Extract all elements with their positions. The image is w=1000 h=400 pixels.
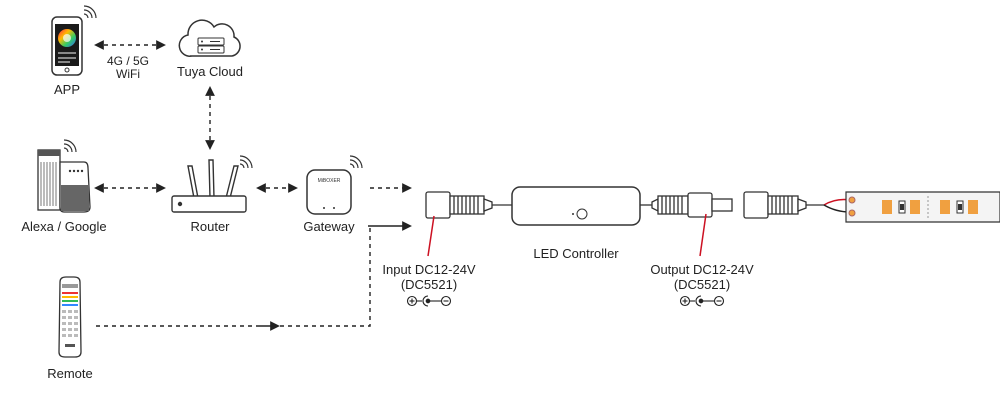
cloud-label: Tuya Cloud xyxy=(177,64,243,79)
callout-lines xyxy=(427,213,707,257)
wifi-signal-icon xyxy=(63,139,77,153)
output-dc-connector xyxy=(640,192,733,218)
connection-type-line2: WiFi xyxy=(116,67,140,81)
remote-control-icon xyxy=(58,276,82,358)
wifi-signal-icon xyxy=(83,5,97,19)
phone-icon xyxy=(51,16,83,76)
connection-arrows xyxy=(94,40,412,331)
alexa-google-speaker-icon xyxy=(37,149,91,213)
strip-dc-connector xyxy=(743,191,824,219)
connection-type-line1: 4G / 5G xyxy=(106,54,150,68)
input-voltage-label: Input DC12-24V xyxy=(382,262,476,277)
gateway-brand-text: MiBOXER xyxy=(318,178,341,184)
remote-label: Remote xyxy=(47,366,93,381)
input-dc-connector xyxy=(425,191,512,219)
led-controller-label: LED Controller xyxy=(533,246,619,261)
alexa-google-label: Alexa / Google xyxy=(21,219,107,234)
gateway-label: Gateway xyxy=(303,219,355,234)
cloud-icon xyxy=(178,19,241,57)
output-voltage-label: Output DC12-24V xyxy=(650,262,754,277)
output-polarity-symbol xyxy=(679,295,725,307)
app-label: APP xyxy=(53,82,81,97)
input-polarity-symbol xyxy=(406,295,452,307)
router-label: Router xyxy=(190,219,230,234)
led-strip xyxy=(845,191,1000,223)
wifi-signal-icon xyxy=(239,155,253,169)
input-connector-label: (DC5521) xyxy=(400,277,458,292)
output-connector-label: (DC5521) xyxy=(673,277,731,292)
gateway-icon: MiBOXER xyxy=(306,169,352,215)
led-controller-icon xyxy=(511,186,641,226)
wifi-signal-icon xyxy=(349,155,363,169)
router-icon xyxy=(171,159,247,213)
